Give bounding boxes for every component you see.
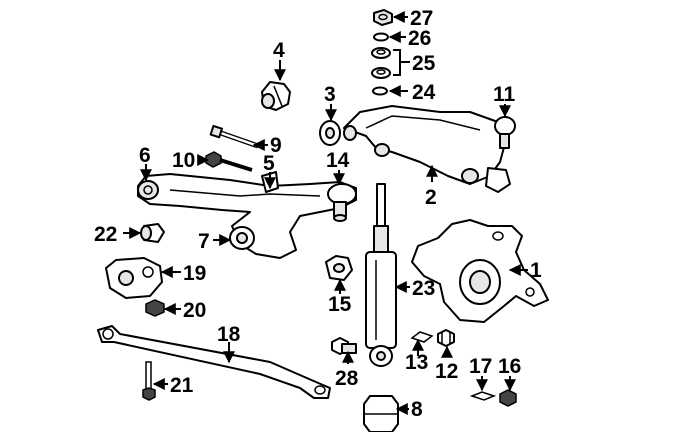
part-24-washer <box>372 86 388 96</box>
part-23-shock-absorber <box>365 183 397 367</box>
part-3-bushing <box>319 120 341 146</box>
part-7-bushing <box>229 226 255 250</box>
part-25-bushings <box>371 47 410 79</box>
callout-16: 16 <box>498 355 521 378</box>
part-18-stabilizer-bar <box>97 325 331 399</box>
callout-11: 11 <box>493 83 516 106</box>
part-22-bushing <box>140 223 165 243</box>
callout-8: 8 <box>411 398 423 421</box>
callout-7: 7 <box>198 230 210 253</box>
callout-20: 20 <box>183 299 206 322</box>
part-27-nut <box>373 9 393 26</box>
callout-23: 23 <box>412 277 435 300</box>
part-17-pin <box>469 391 497 401</box>
part-28-bolt <box>331 337 357 355</box>
callout-26: 26 <box>408 27 431 50</box>
part-1-steering-knuckle <box>411 219 549 323</box>
part-13-pin <box>410 331 434 343</box>
callout-2: 2 <box>425 186 437 209</box>
callout-4: 4 <box>273 39 285 62</box>
callout-12: 12 <box>435 360 458 383</box>
part-4-bump-stop <box>261 81 291 111</box>
callout-9: 9 <box>270 134 282 157</box>
callout-10: 10 <box>172 149 195 172</box>
callout-19: 19 <box>183 262 206 285</box>
part-20-nut <box>145 299 165 317</box>
callout-labels: 1 2 3 4 5 6 7 8 9 10 11 12 13 14 15 16 1… <box>94 7 542 421</box>
part-16-nut <box>499 389 517 407</box>
callout-28: 28 <box>335 367 359 390</box>
callout-22: 22 <box>94 223 117 246</box>
callout-13: 13 <box>405 351 428 374</box>
leader-arrows <box>123 11 528 415</box>
callout-1: 1 <box>530 259 542 282</box>
callout-27: 27 <box>410 7 433 30</box>
callout-14: 14 <box>326 149 350 172</box>
callout-17: 17 <box>469 355 492 378</box>
part-19-bracket <box>105 257 163 299</box>
callout-15: 15 <box>328 293 352 316</box>
part-21-bolt <box>142 361 156 401</box>
callout-5: 5 <box>263 152 275 175</box>
part-9-bolt <box>209 124 259 149</box>
part-2-upper-control-arm <box>343 105 511 193</box>
part-10-bolt <box>205 151 253 172</box>
part-15-shock-mount <box>325 255 353 281</box>
part-8-bump-stop <box>363 395 399 432</box>
callout-18: 18 <box>217 323 241 346</box>
callout-24: 24 <box>412 81 436 104</box>
callout-3: 3 <box>324 83 336 106</box>
part-26-washer <box>373 32 389 42</box>
part-12-nut <box>437 329 455 347</box>
callout-21: 21 <box>170 374 194 397</box>
part-14-ball-joint <box>327 183 357 222</box>
callout-6: 6 <box>139 144 151 167</box>
callout-25: 25 <box>412 52 436 75</box>
